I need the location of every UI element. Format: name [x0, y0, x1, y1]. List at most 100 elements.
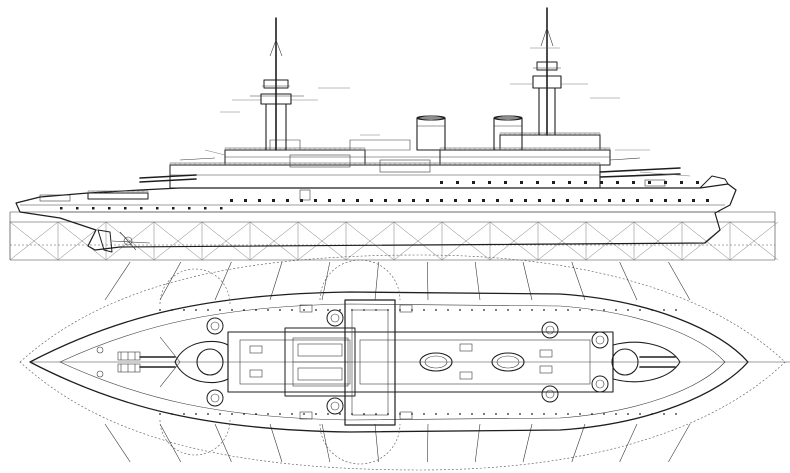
porthole — [608, 199, 611, 202]
porthole — [244, 199, 247, 202]
deck-stud — [471, 413, 473, 415]
porthole — [220, 207, 223, 210]
sponson — [326, 397, 344, 415]
deck-stud — [171, 309, 173, 311]
porthole — [488, 181, 491, 184]
porthole — [314, 199, 317, 202]
fore-main-turret — [139, 340, 229, 384]
porthole — [300, 199, 303, 202]
deck-stud — [579, 413, 581, 415]
porthole — [496, 199, 499, 202]
deck-stud — [159, 413, 161, 415]
frame-line-top — [321, 261, 331, 301]
porthole — [412, 199, 415, 202]
deck-stud — [459, 413, 461, 415]
deck-stud — [675, 309, 677, 311]
porthole — [536, 181, 539, 184]
deck-stud — [543, 309, 545, 311]
frame-line-top — [214, 261, 232, 301]
secondary-gun-sponsons — [206, 309, 609, 415]
frame-line-bottom — [668, 423, 691, 463]
lattice-stroke — [9, 221, 59, 261]
lattice-stroke — [489, 221, 539, 261]
deck-stud — [195, 413, 197, 415]
deck-stud — [495, 309, 497, 311]
porthole — [520, 181, 523, 184]
deck-stud — [207, 309, 209, 311]
lattice-stroke — [729, 221, 779, 261]
sponson — [591, 331, 609, 349]
frame-line-top — [619, 261, 638, 301]
deck-stud — [339, 413, 341, 415]
deck-stud — [447, 413, 449, 415]
porthole — [426, 199, 429, 202]
lattice-stroke — [537, 221, 587, 261]
porthole — [504, 181, 507, 184]
deck-stud — [591, 413, 593, 415]
porthole — [60, 207, 63, 210]
hatch — [399, 304, 413, 313]
lattice-stroke — [681, 221, 731, 261]
deck-railings — [87, 132, 611, 193]
sponson-mount — [595, 379, 605, 389]
deck-stud — [159, 309, 161, 311]
hatch — [539, 349, 553, 358]
porthole — [648, 181, 651, 184]
porthole — [440, 181, 443, 184]
deck-stud — [327, 309, 329, 311]
porthole — [650, 199, 653, 202]
sponson-mount — [545, 325, 555, 335]
porthole — [468, 199, 471, 202]
deck-stud — [507, 309, 509, 311]
deck-stud — [243, 413, 245, 415]
deck-stud — [639, 309, 641, 311]
sponson — [206, 389, 224, 407]
deck-stud — [339, 309, 341, 311]
hatch — [459, 371, 473, 380]
porthole — [384, 199, 387, 202]
porthole — [342, 199, 345, 202]
deck-stud — [435, 413, 437, 415]
lattice-stroke — [585, 221, 635, 261]
deck-stud — [567, 413, 569, 415]
porthole — [328, 199, 331, 202]
porthole — [156, 207, 159, 210]
deck-stud — [555, 413, 557, 415]
deck-stud — [651, 413, 653, 415]
porthole — [580, 199, 583, 202]
porthole — [622, 199, 625, 202]
deck-stud — [423, 309, 425, 311]
deck-edge-studs — [159, 309, 677, 415]
aft-main-turret — [611, 341, 681, 383]
frame-line-bottom — [321, 423, 331, 463]
lattice-stroke — [57, 221, 107, 261]
porthole — [568, 181, 571, 184]
sponson — [326, 309, 344, 327]
lattice-stroke — [393, 221, 443, 261]
porthole — [696, 181, 699, 184]
deck-stud — [375, 413, 377, 415]
frame-line-bottom — [269, 423, 283, 463]
hatch — [459, 343, 473, 352]
frame-line-bottom — [104, 423, 131, 463]
porthole — [552, 181, 555, 184]
porthole — [680, 181, 683, 184]
deck-stud — [483, 309, 485, 311]
porthole — [286, 199, 289, 202]
deck-stud — [423, 413, 425, 415]
deck-stud — [447, 309, 449, 311]
hatch — [249, 345, 263, 354]
main-mast — [510, 7, 588, 136]
fore-mast — [232, 17, 318, 151]
deck-stud — [303, 309, 305, 311]
porthole — [678, 199, 681, 202]
porthole — [510, 199, 513, 202]
deck-stud — [267, 413, 269, 415]
deck-stud — [495, 413, 497, 415]
porthole — [472, 181, 475, 184]
deck-stud — [315, 413, 317, 415]
deck-stud — [627, 413, 629, 415]
deck-stud — [171, 413, 173, 415]
plan-funnels — [419, 352, 525, 372]
deck-stud — [663, 413, 665, 415]
